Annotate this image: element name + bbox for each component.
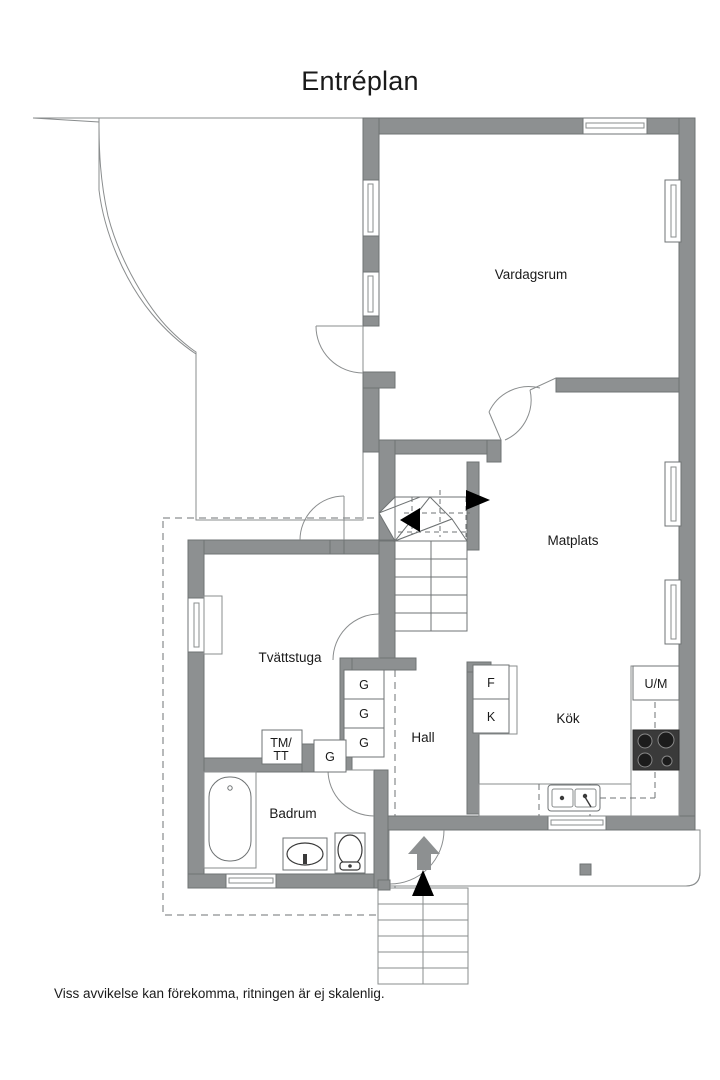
kitchen-sink — [547, 784, 601, 812]
terrace-outline — [32, 117, 364, 521]
appliance-label-oven-micro: U/M — [645, 677, 668, 691]
win-living-right — [664, 179, 682, 243]
washbasin — [282, 837, 328, 871]
appliance-label-wardrobe-g1: G — [359, 678, 369, 692]
room-label-vardagsrum: Vardagsrum — [495, 267, 568, 282]
arrow-stair-a — [466, 490, 490, 510]
appliance-label-washer-dryer-line2: TT — [273, 749, 289, 763]
arrow-stair-b — [400, 508, 420, 532]
toilet — [334, 832, 366, 874]
win-kitchen-bottom — [547, 815, 607, 831]
appliance-label-wardrobe-g3: G — [359, 736, 369, 750]
appliance-label-washer-dryer-line1: TM/ — [270, 736, 292, 750]
appliance-label-freezer: K — [487, 710, 496, 724]
win-living-top — [582, 117, 648, 135]
room-label-matplats: Matplats — [547, 533, 598, 548]
storage-boxes — [261, 669, 385, 773]
arrow-up-porch — [408, 836, 440, 870]
foundation-outline — [162, 517, 396, 916]
appliance-label-wardrobe-g4: G — [325, 750, 335, 764]
stair-entry — [377, 836, 469, 985]
door-terrace — [315, 325, 364, 374]
entry-porch-outline — [388, 829, 701, 887]
windows-group — [187, 117, 682, 889]
win-dining-right-1 — [664, 461, 682, 527]
bathroom-fixtures — [203, 771, 366, 874]
door-living-dining-b — [488, 386, 541, 441]
door-hall-laundry — [332, 613, 380, 661]
win-bath-bottom — [225, 873, 277, 889]
disclaimer-note: Viss avvikelse kan förekomma, ritningen … — [54, 986, 385, 1001]
win-living-left-2 — [362, 271, 380, 317]
kitchen-fittings — [472, 664, 680, 817]
door-bathroom — [327, 769, 375, 817]
appliance-label-fridge: F — [487, 676, 495, 690]
stair-upper — [378, 490, 490, 632]
win-laundry-left — [187, 595, 223, 655]
appliance-label-wardrobe-g2: G — [359, 707, 369, 721]
room-label-tvattstuga: Tvättstuga — [258, 650, 322, 665]
win-living-left-1 — [362, 179, 380, 237]
room-label-badrum: Badrum — [269, 806, 316, 821]
arrow-up-entry — [412, 870, 434, 896]
door-living-dining-a — [504, 377, 557, 441]
win-dining-right-2 — [664, 579, 682, 645]
porch-post — [579, 863, 592, 876]
door-hall-laundry-top — [299, 495, 345, 541]
page-title: Entréplan — [301, 66, 419, 96]
room-label-hall: Hall — [411, 730, 434, 745]
room-label-kok: Kök — [556, 711, 580, 726]
bathtub — [203, 771, 257, 869]
stove-hob — [632, 729, 680, 771]
